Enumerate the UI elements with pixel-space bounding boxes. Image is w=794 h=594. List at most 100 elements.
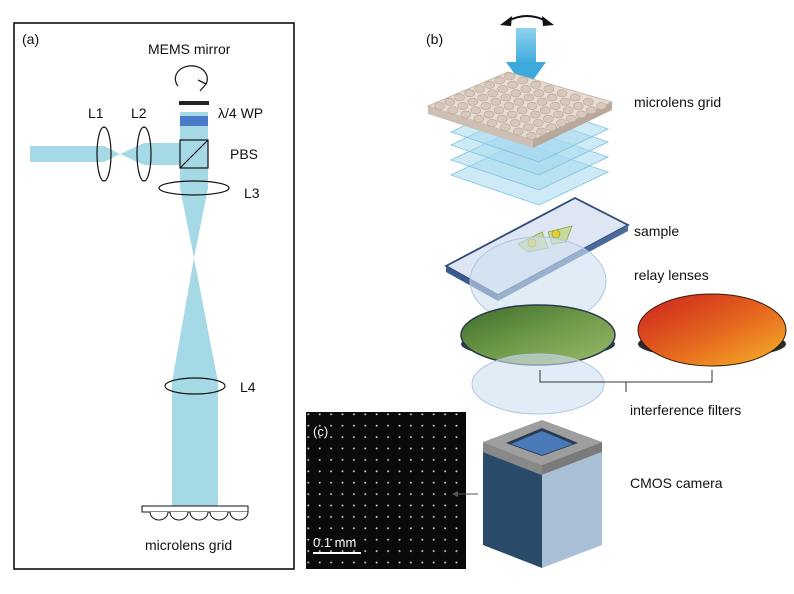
relay-lenses-label: relay lenses	[634, 267, 709, 283]
panel-a: (a) L1 L2 PBS λ/4 WP MEMS mirror	[13, 22, 295, 570]
lenslet-array	[434, 72, 607, 140]
lenslet	[556, 119, 567, 127]
lenslet	[546, 93, 558, 102]
panel-c-label: (c)	[313, 424, 328, 439]
lenslet	[509, 119, 521, 127]
lenslet	[512, 127, 524, 136]
lenslet	[559, 97, 571, 106]
pbs-label: PBS	[230, 146, 258, 162]
lenslet	[572, 102, 584, 110]
lenslet	[497, 85, 509, 93]
orange-filter	[637, 293, 787, 367]
lenslet	[530, 80, 542, 89]
lenslet	[507, 80, 519, 89]
lenslet	[493, 106, 505, 115]
lenslet	[444, 97, 455, 106]
lenslet	[562, 106, 574, 115]
mems-label: MEMS mirror	[148, 41, 231, 57]
lenslet	[517, 76, 529, 85]
panel-c: (c) 0.1 mm	[306, 412, 478, 569]
lenslet	[566, 114, 577, 123]
beam-path	[30, 112, 218, 506]
illumination-arrow-icon	[506, 28, 546, 90]
lens-l2	[136, 126, 152, 182]
lenslet	[483, 110, 495, 119]
panel-a-frame	[13, 22, 295, 570]
lenslet	[576, 110, 587, 119]
lenslet	[586, 106, 597, 115]
lenslet	[539, 106, 551, 115]
lenslet	[487, 89, 499, 98]
scan-arrow-icon	[500, 15, 554, 26]
pbs-diagonal	[179, 139, 209, 169]
lens-l1	[96, 126, 112, 182]
lenslet	[549, 102, 561, 110]
lenslet	[533, 89, 545, 98]
collimated-beam	[144, 143, 180, 165]
pbs-cube	[179, 139, 209, 169]
grid-label-a: microlens grid	[145, 537, 232, 553]
lenslet	[543, 85, 555, 93]
lenslet	[474, 85, 485, 93]
lenslet	[542, 114, 554, 123]
lenslet	[596, 102, 607, 110]
lenslet	[519, 114, 531, 123]
lenslet	[503, 102, 515, 110]
panel-b-label: (b)	[426, 31, 443, 47]
microlens-grid-3d	[426, 71, 614, 148]
lenslet	[500, 93, 512, 102]
lenslet	[504, 72, 515, 81]
sample-label: sample	[634, 223, 679, 239]
lenslet	[552, 110, 564, 119]
lenslet	[532, 119, 544, 127]
mems-mirror	[179, 101, 209, 105]
lenslet	[454, 93, 465, 102]
microlens-grid-side	[141, 505, 249, 521]
image-arrow-icon	[452, 491, 478, 497]
lens-l1-label: L1	[88, 105, 104, 121]
filter-bracket	[539, 370, 713, 392]
panel-a-label: (a)	[22, 31, 39, 47]
lenslet	[467, 97, 479, 106]
relay-lens-bottom	[471, 353, 605, 415]
lenslet	[536, 97, 548, 106]
camera-label: CMOS camera	[630, 475, 723, 491]
lenslet	[477, 93, 489, 102]
microlens-grid-label: microlens grid	[634, 94, 721, 110]
rotation-arrow-icon	[174, 65, 208, 92]
lenslet	[526, 102, 538, 110]
lenslet	[546, 123, 557, 132]
cmos-camera	[483, 420, 602, 568]
lens-l3-label: L3	[244, 185, 260, 201]
lenslet	[490, 97, 502, 106]
lenslet	[520, 85, 532, 93]
lens-l3	[158, 180, 230, 196]
lenslet	[526, 131, 537, 140]
lenslet	[486, 119, 498, 127]
lenslet	[470, 106, 482, 115]
lenslet	[513, 97, 525, 106]
lenslet	[460, 110, 472, 119]
lenslet	[494, 76, 505, 85]
lenslet	[464, 89, 475, 98]
input-beam	[30, 146, 104, 162]
spot-array	[306, 412, 466, 569]
lenslet	[523, 93, 535, 102]
lens-l2-label: L2	[131, 105, 147, 121]
lenslet	[529, 110, 541, 119]
lenslet	[536, 127, 547, 136]
lenslet	[556, 89, 568, 98]
beam-from-focus	[172, 258, 218, 382]
panel-b: (b) microlens grid	[426, 15, 787, 568]
lenslet	[582, 97, 594, 106]
scale-bar-label: 0.1 mm	[313, 535, 356, 550]
lenslet	[434, 102, 445, 110]
lenslet	[484, 80, 495, 89]
lenslet	[499, 123, 511, 132]
beam-to-focus	[180, 188, 208, 258]
lenslet	[506, 110, 518, 119]
lenslet	[522, 123, 534, 132]
lenslet	[516, 106, 528, 115]
beam-to-grid	[172, 382, 218, 506]
lens-l4-label: L4	[240, 379, 256, 395]
